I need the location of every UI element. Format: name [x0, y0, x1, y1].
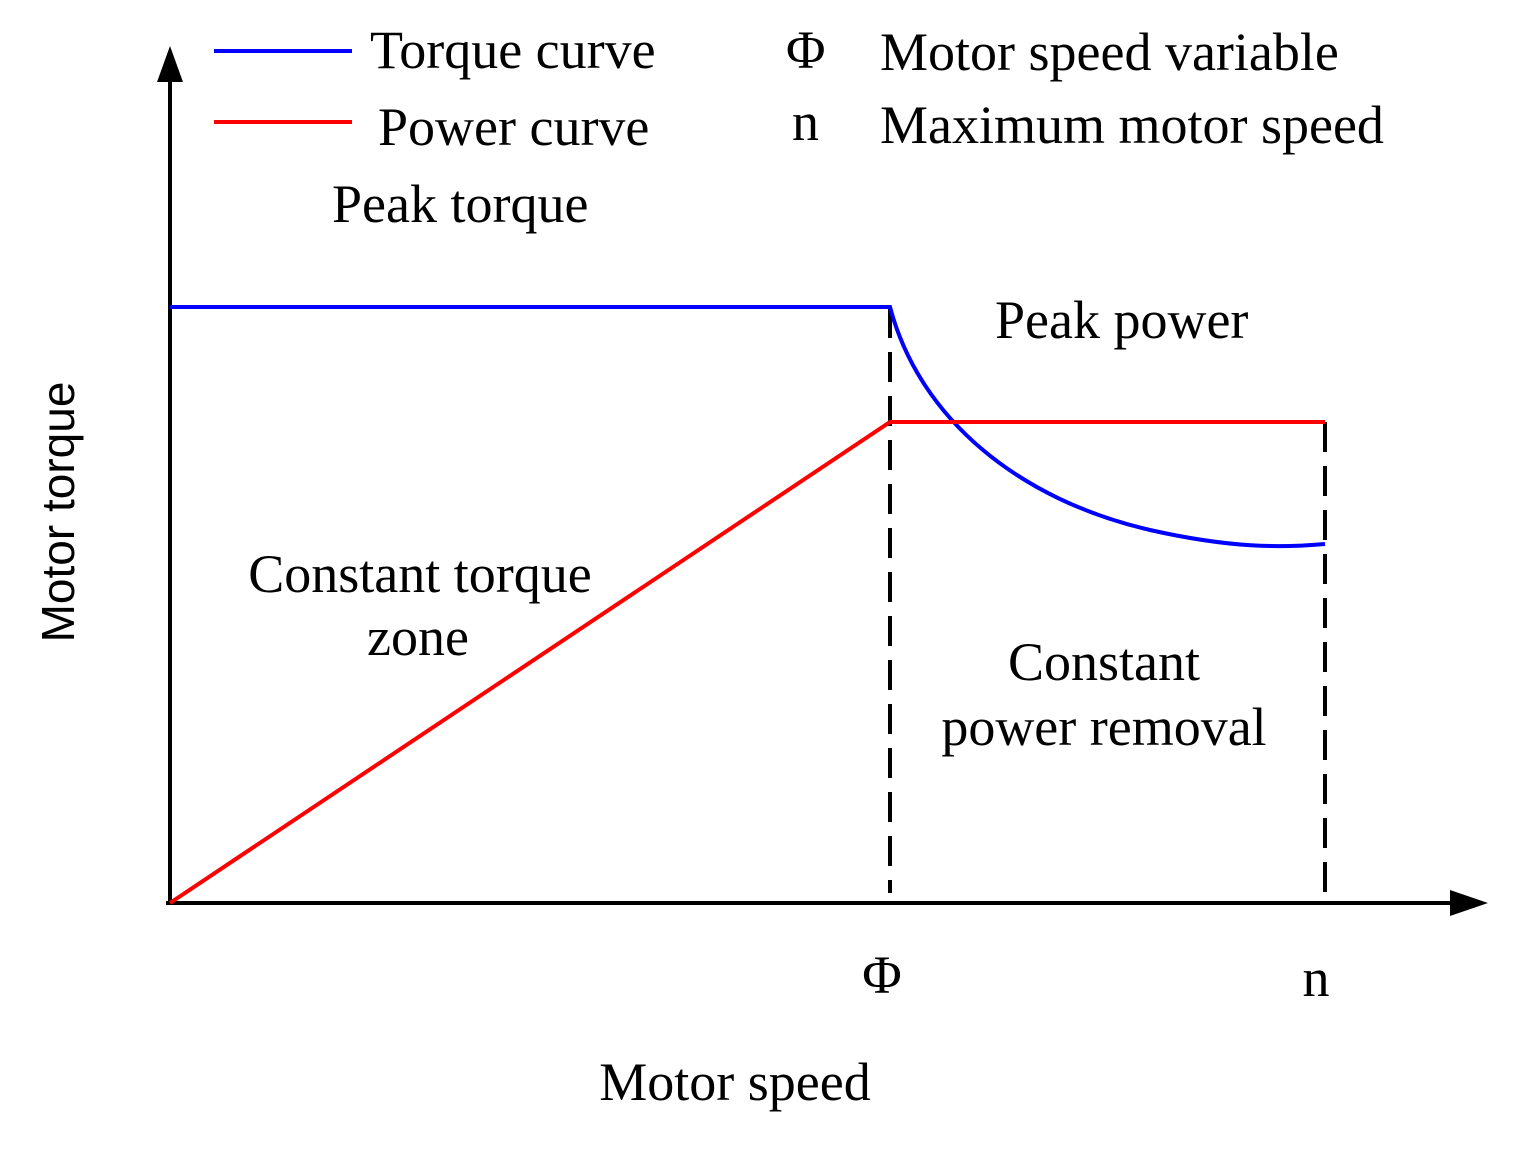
torque-curve [170, 305, 1326, 549]
constant-torque-zone-line1: Constant torque [248, 544, 591, 604]
peak-power-label: Peak power [995, 290, 1248, 350]
x-axis-label: Motor speed [599, 1052, 870, 1112]
constant-torque-zone-line2: zone [367, 607, 469, 667]
y-axis-label: Motor torque [32, 382, 84, 643]
x-axis-arrow [1450, 890, 1488, 916]
legend-phi-symbol: Φ [786, 20, 825, 80]
constant-power-removal-line2: power removal [941, 697, 1266, 757]
constant-power-removal-line1: Constant [1008, 632, 1200, 692]
power-curve [168, 420, 1325, 905]
legend-power-label: Power curve [378, 97, 649, 157]
legend-n-symbol: n [792, 92, 819, 152]
y-axis-arrow [157, 46, 183, 82]
legend-torque-label: Torque curve [370, 20, 656, 80]
legend-n-desc: Maximum motor speed [880, 95, 1384, 155]
x-tick-phi: Φ [862, 945, 901, 1005]
x-tick-n: n [1303, 948, 1330, 1008]
peak-torque-label: Peak torque [332, 174, 588, 234]
legend-phi-desc: Motor speed variable [880, 22, 1339, 82]
